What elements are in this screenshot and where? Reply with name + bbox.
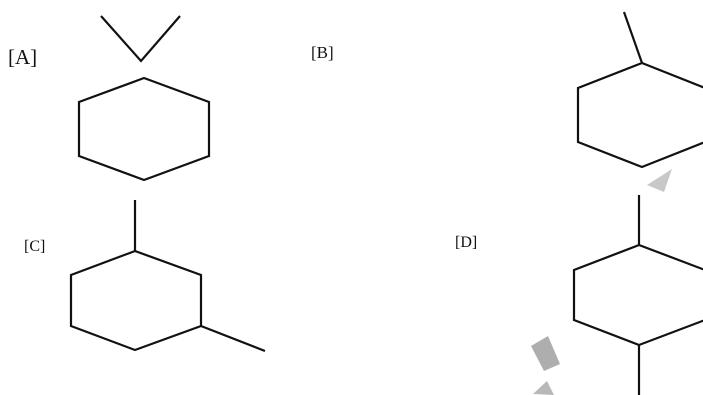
option-c-right-substituent — [200, 324, 266, 353]
smudge-bottom — [533, 381, 554, 395]
option-b-ring — [576, 61, 703, 169]
scan-artifacts — [531, 169, 672, 395]
option-a-label: [A] — [8, 45, 38, 69]
option-b-substituent — [622, 11, 644, 64]
smudge-upper — [647, 169, 672, 192]
option-b-structure — [576, 11, 703, 169]
option-d-structure — [572, 195, 703, 395]
option-c-label: [C] — [24, 238, 46, 255]
option-d-ring — [572, 243, 703, 347]
option-a-ring — [77, 76, 211, 182]
option-c-ring — [69, 249, 203, 352]
option-a-structure — [77, 15, 211, 182]
option-d-label: [D] — [455, 234, 478, 251]
smudge-lower — [531, 336, 560, 371]
option-a-v-group — [100, 15, 181, 63]
option-c-structure — [69, 200, 266, 353]
option-b-label: [B] — [311, 43, 334, 62]
